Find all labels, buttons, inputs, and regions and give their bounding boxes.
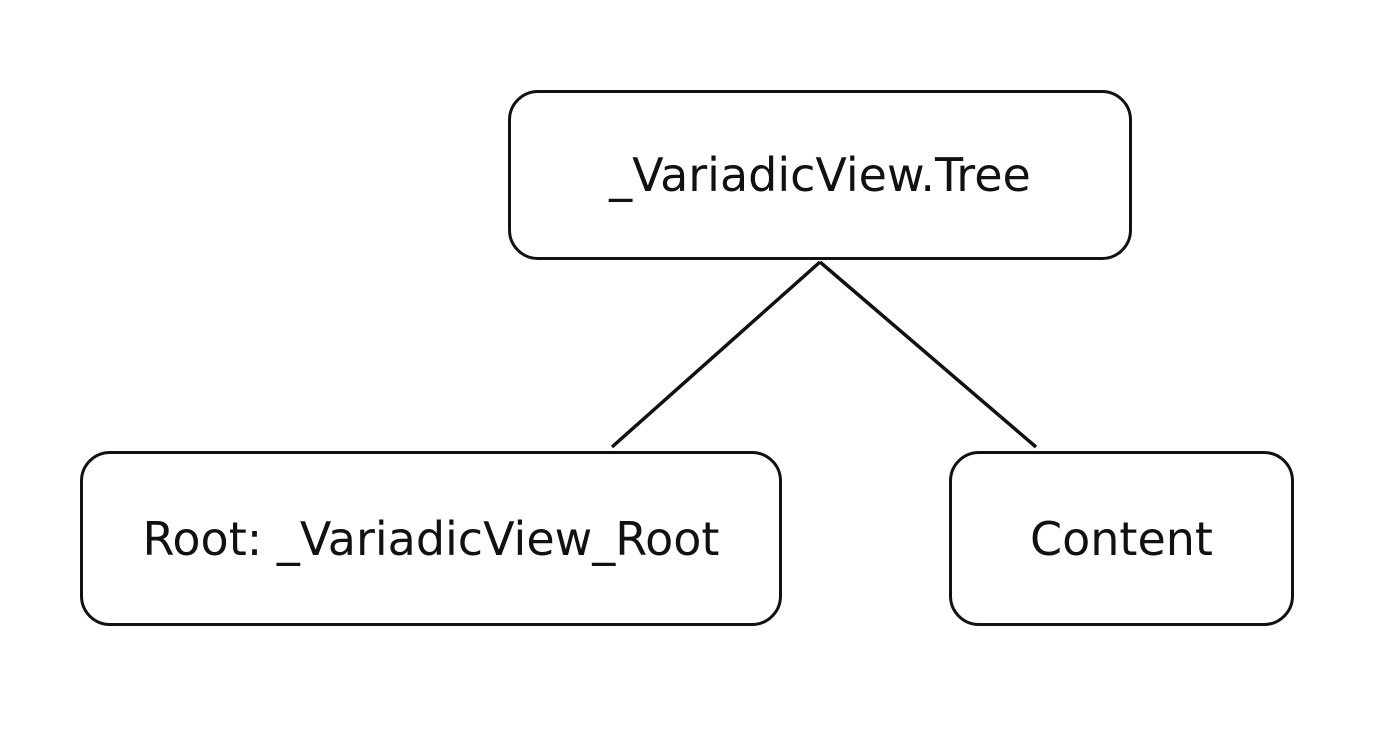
node-label: Content bbox=[1030, 511, 1213, 566]
node-root-variadic-view-root: Root: _VariadicView_Root bbox=[80, 451, 782, 626]
node-label: _VariadicView.Tree bbox=[609, 148, 1031, 202]
node-variadic-view-tree: _VariadicView.Tree bbox=[508, 90, 1132, 260]
edge-tree-to-content bbox=[818, 260, 1038, 449]
node-content: Content bbox=[949, 451, 1294, 626]
node-label: Root: _VariadicView_Root bbox=[142, 511, 720, 566]
edge-tree-to-root bbox=[610, 260, 822, 449]
